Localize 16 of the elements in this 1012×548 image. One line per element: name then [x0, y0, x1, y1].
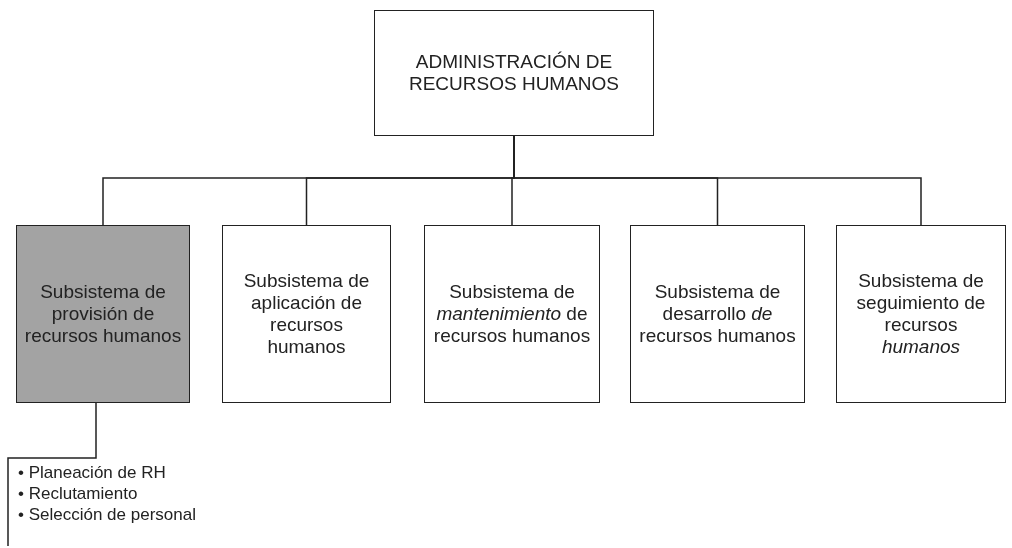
box-label: Subsistema de aplicación de recursos humanos [242, 270, 371, 358]
list-item: • Selección de personal [18, 504, 197, 525]
list-item: • Planeación de RH [18, 462, 167, 483]
root-box [374, 10, 654, 136]
subsystem-box [222, 225, 391, 403]
subsystem-box [630, 225, 805, 403]
box-label: Subsistema de mantenimiento de recursos humanos [432, 281, 592, 347]
connector-line [7, 402, 97, 547]
subsystem-box [16, 225, 190, 403]
list-item: • Reclutamiento [18, 483, 139, 504]
box-label: Subsistema de seguimiento de recursos humanos [855, 270, 987, 358]
box-label: Subsistema de desarrollo de recursos humanos [638, 281, 797, 347]
subsystem-box [424, 225, 600, 403]
box-label: Subsistema de provisión de recursos humanos [23, 281, 183, 347]
box-label: ADMINISTRACIÓN DE RECURSOS HUMANOS [407, 51, 621, 95]
subsystem-box [836, 225, 1006, 403]
